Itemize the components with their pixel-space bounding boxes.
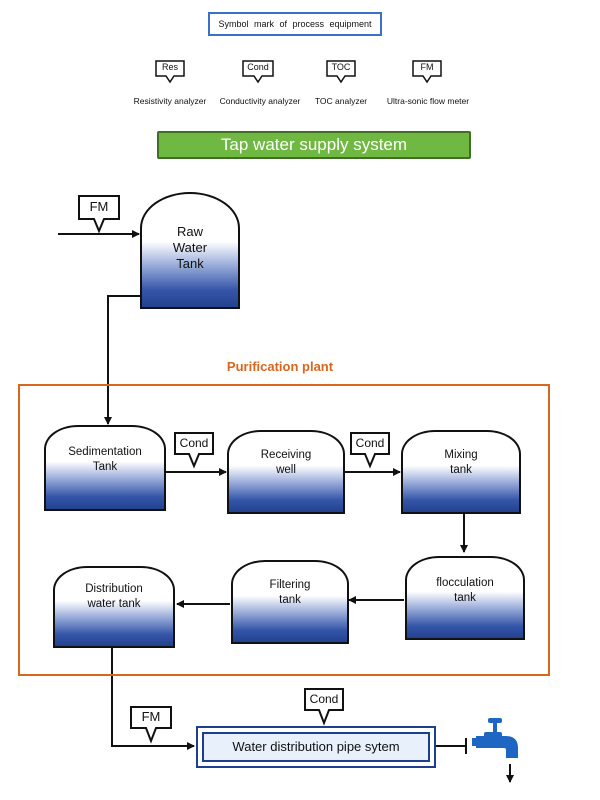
tank-label: Raw (176, 224, 203, 239)
flow-meter-outlet: FM (130, 706, 172, 744)
flow-meter-inflow: FM (78, 195, 120, 234)
legend-symbol-code: TOC (331, 62, 351, 72)
pipe-system-label: Water distribution pipe sytem (202, 732, 430, 762)
distribution-water-tank: Distribution water tank (53, 566, 175, 648)
legend-symbol-code: Cond (247, 62, 269, 72)
tank-label: Distribution (85, 583, 143, 595)
legend-symbol-code: FM (420, 62, 434, 72)
conductivity-analyzer-2: Cond (350, 432, 390, 470)
instrument-code: Cond (309, 692, 339, 706)
conductivity-analyzer-3: Cond (304, 688, 344, 726)
receiving-well: Receiving well (227, 430, 345, 514)
mixing-tank: Mixing tank (401, 430, 521, 514)
legend-symbol-res: Res (155, 60, 185, 84)
tank-label: tank (279, 594, 301, 606)
purification-plant-title: Purification plant (226, 359, 334, 374)
tank-label: flocculation (436, 577, 494, 589)
instrument-code: Cond (355, 436, 385, 450)
sedimentation-tank: Sedimentation Tank (44, 425, 166, 511)
instrument-code: Cond (179, 436, 209, 450)
purification-plant-boundary (18, 384, 550, 676)
water-distribution-pipe-system: Water distribution pipe sytem (196, 726, 436, 768)
filtering-tank: Filtering tank (231, 560, 349, 644)
legend-title: Symbol mark of process equipment (208, 12, 382, 36)
tank-label: Tank (176, 256, 204, 271)
tank-label: Tank (92, 461, 118, 473)
tank-label: Filtering (269, 579, 311, 591)
flocculation-tank: flocculation tank (405, 556, 525, 640)
distribution-to-pipe-arrow (111, 646, 195, 750)
tank-label: Sedimentation (68, 446, 142, 458)
system-title-banner: Tap water supply system (157, 131, 471, 159)
conductivity-analyzer-1: Cond (174, 432, 214, 470)
water-tap-icon (472, 718, 518, 758)
legend-symbol-code: Res (161, 62, 178, 72)
tank-label: Mixing (444, 449, 478, 461)
tank-label: water tank (87, 598, 141, 610)
instrument-code: FM (89, 199, 109, 214)
raw-to-sedimentation-arrow (104, 295, 141, 425)
legend-caption: TOC analyzer (314, 96, 368, 106)
legend-caption: Conductivity analyzer (219, 96, 301, 106)
tank-label: Receiving (260, 449, 312, 461)
legend-symbol-cond: Cond (242, 60, 274, 84)
tank-label: well (276, 464, 296, 476)
tank-label: tank (450, 464, 472, 476)
legend-symbol-toc: TOC (326, 60, 356, 84)
raw-water-tank: Raw Water Tank (140, 192, 240, 309)
tank-label: Water (172, 240, 208, 255)
instrument-code: FM (141, 709, 161, 724)
tank-label: tank (454, 592, 476, 604)
legend-caption: Resistivity analyzer (133, 96, 207, 106)
legend-symbol-fm: FM (412, 60, 442, 84)
legend-caption: Ultra-sonic flow meter (386, 96, 470, 106)
